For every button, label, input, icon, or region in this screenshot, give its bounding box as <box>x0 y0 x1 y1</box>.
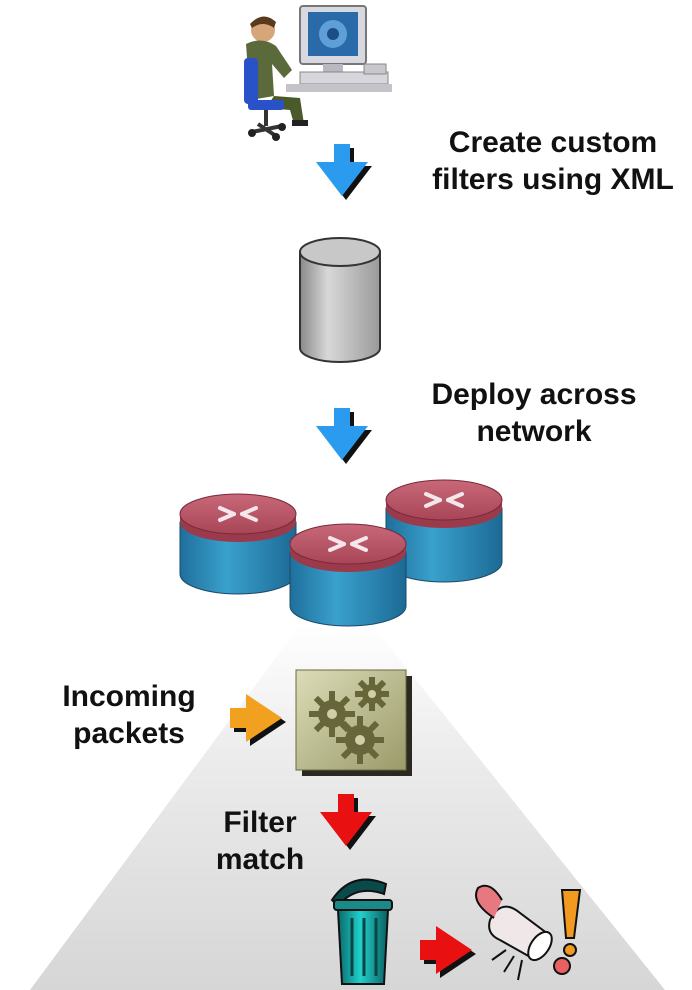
step-incoming-line2: packets <box>73 717 185 750</box>
user-at-computer-icon <box>244 5 392 141</box>
arrow-down-icon <box>316 408 372 464</box>
gears-icon <box>295 669 412 776</box>
step-deploy-line2: network <box>476 415 592 448</box>
arrow-down-icon <box>320 794 376 850</box>
step-create-label: Create custom filters using XML <box>418 124 688 198</box>
trash-can-icon <box>330 878 393 985</box>
step-create-line2: filters using XML <box>432 163 674 196</box>
alert-megaphone-icon <box>475 884 582 981</box>
arrow-right-icon <box>230 694 286 746</box>
step-deploy-line1: Deploy across <box>431 378 637 411</box>
router-icon <box>289 523 407 627</box>
step-incoming-label: Incoming packets <box>44 678 214 752</box>
step-incoming-line1: Incoming <box>62 680 196 713</box>
step-filter-label: Filter match <box>210 804 310 878</box>
step-filter-line1: Filter <box>223 806 297 839</box>
arrow-down-icon <box>316 144 372 200</box>
arrow-right-icon <box>420 926 476 978</box>
router-icon <box>179 493 297 595</box>
database-cylinder-icon <box>299 237 381 363</box>
step-create-line1: Create custom <box>448 126 658 159</box>
router-icon <box>385 479 503 583</box>
step-deploy-label: Deploy across network <box>414 376 654 450</box>
step-filter-line2: match <box>215 843 305 876</box>
